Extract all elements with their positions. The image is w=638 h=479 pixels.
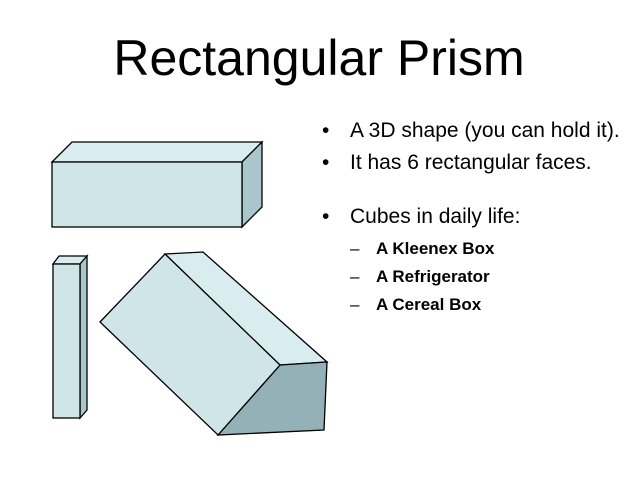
- bullet-daily-life-label: Cubes in daily life:: [350, 205, 521, 228]
- horizontal-prism: [50, 140, 264, 229]
- horizontal-prism-top-face: [50, 141, 264, 163]
- tilted-prism: [99, 251, 329, 436]
- bullet-daily-life: Cubes in daily life: A Kleenex Box A Ref…: [322, 204, 622, 316]
- vertical-prism: [51, 254, 89, 420]
- bullet-faces: It has 6 rectangular faces.: [322, 150, 622, 176]
- horizontal-prism-front-face: [51, 161, 243, 228]
- examples-list: A Kleenex Box A Refrigerator A Cereal Bo…: [350, 238, 622, 316]
- tilted-prism-front-face: [99, 253, 281, 436]
- slide-title: Rectangular Prism: [113, 30, 525, 86]
- example-item: A Cereal Box: [350, 294, 622, 316]
- example-item: A Kleenex Box: [350, 238, 622, 260]
- vertical-prism-side-face: [79, 254, 88, 420]
- example-item: A Refrigerator: [350, 266, 622, 288]
- bullet-list: A 3D shape (you can hold it). It has 6 r…: [322, 118, 622, 322]
- bullet-definition: A 3D shape (you can hold it).: [322, 118, 622, 144]
- vertical-prism-front-face: [52, 263, 81, 419]
